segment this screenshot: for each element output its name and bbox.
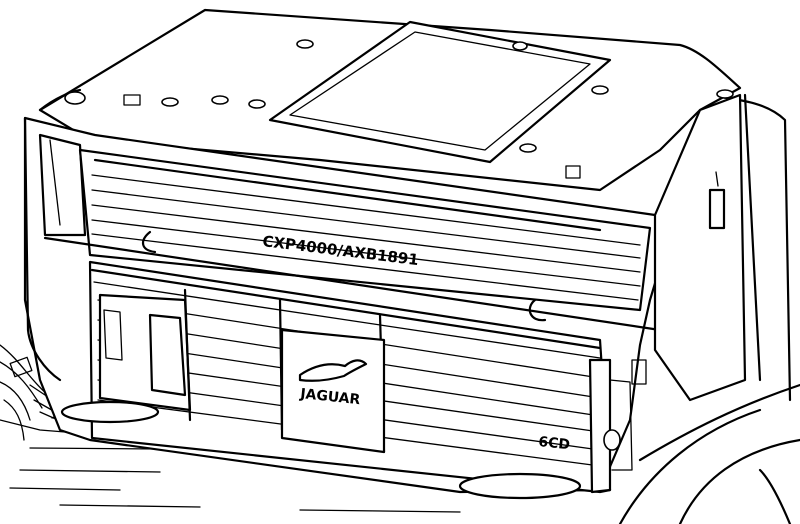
side-panel [653, 93, 747, 402]
upper-drawer [43, 148, 662, 332]
jaguar-logo-text: JAGUAR [299, 386, 362, 408]
top-casing [38, 8, 742, 192]
mount-feet [60, 400, 582, 500]
six-cd-badge: 6CD [538, 434, 571, 453]
jaguar-leaper-icon [298, 359, 368, 382]
